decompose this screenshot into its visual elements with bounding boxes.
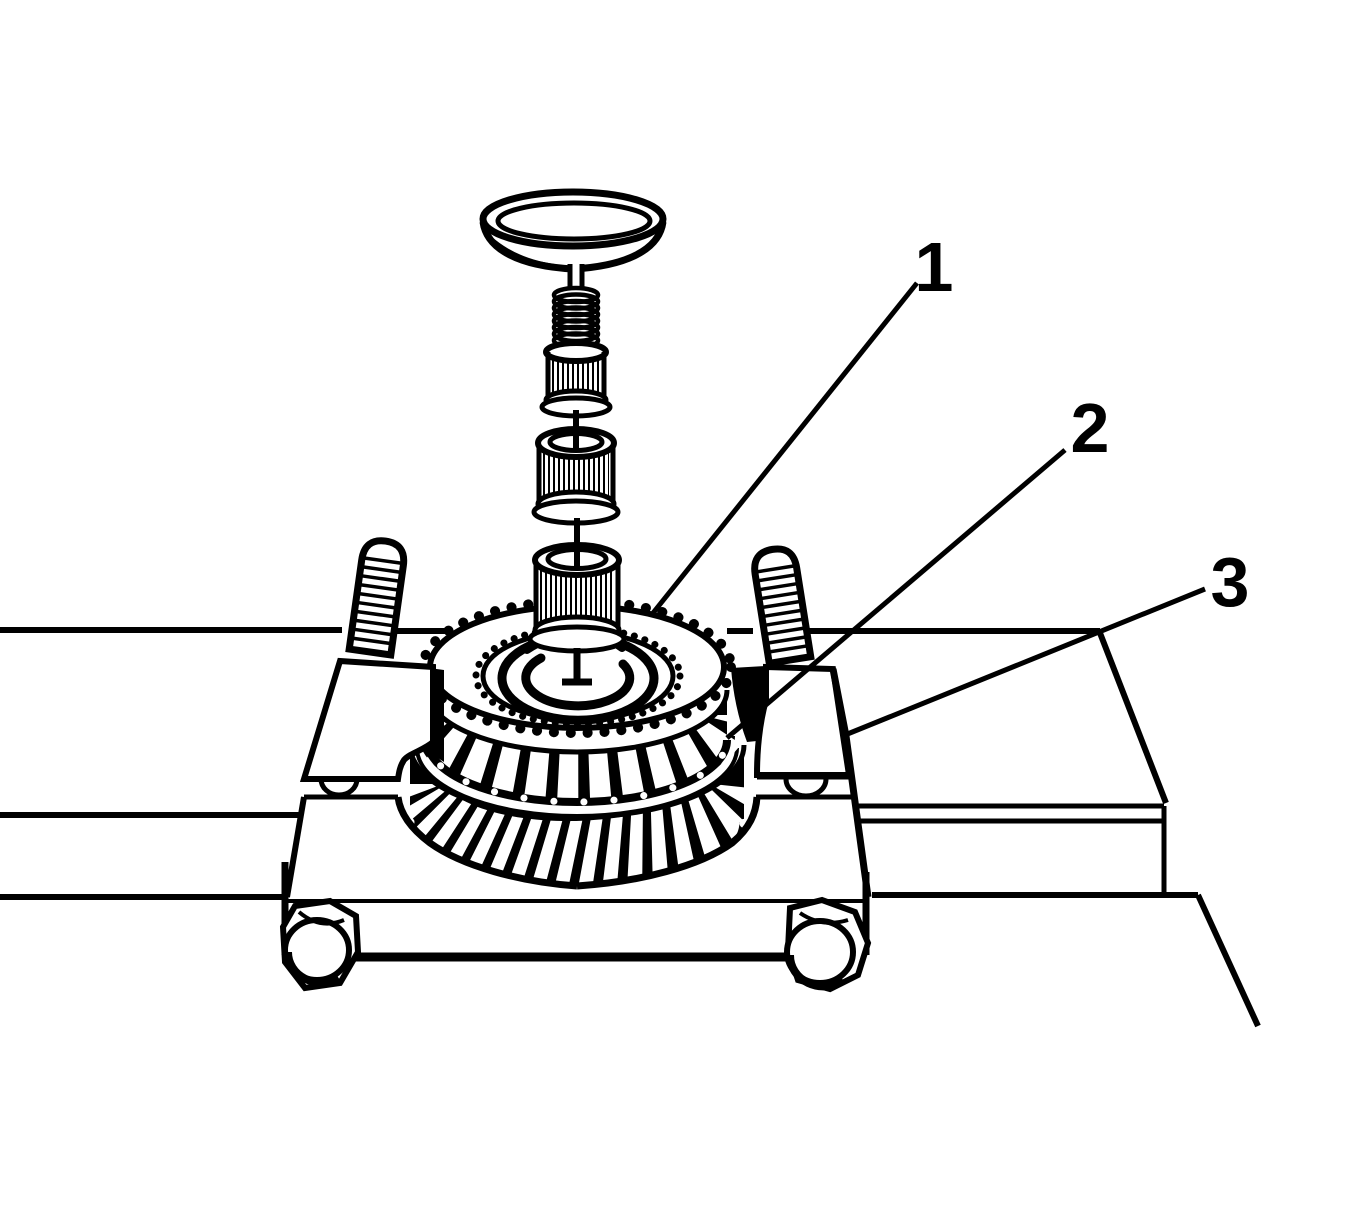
bearing-c-flange [527, 624, 627, 654]
plate-shadow-right [731, 666, 766, 742]
threaded-coil [551, 285, 601, 350]
needle-bearing-bottom [527, 542, 627, 654]
snap-ring-outer-arc [497, 639, 659, 725]
hex-bolt-right-shadow [785, 954, 846, 991]
clutch-gear-bottom-edge [423, 739, 731, 806]
hex-bolt-left-facet [297, 910, 345, 926]
callout-2-label: 2 [1071, 389, 1110, 467]
installer-cap [479, 188, 667, 273]
hex-bolt-right-facet [798, 911, 849, 925]
stem-fill [571, 264, 581, 304]
callout-1-label: 1 [915, 228, 954, 306]
gear-rim-line-2 [415, 747, 739, 818]
plate-left-edge-lower [284, 796, 307, 898]
bed-front-corner-edge [1195, 893, 1261, 1028]
leader-line-1 [651, 281, 919, 615]
stud-right [751, 545, 815, 668]
hex-bolt-left [279, 897, 362, 992]
plate-window-arc-left [394, 796, 578, 890]
base-front-face [286, 901, 868, 955]
plate-window-arc-right [576, 796, 761, 890]
callouts: 1 2 3 [651, 228, 1250, 740]
bed-corner-edge [1097, 631, 1169, 805]
leader-line-2 [725, 448, 1067, 740]
plate-notch-right [783, 778, 829, 799]
snap-ring-inner-arc [521, 653, 635, 711]
plate-notch-left [318, 778, 360, 798]
installer-column [479, 188, 667, 686]
cap-inner-ellipse [495, 200, 653, 242]
stud-left [345, 537, 408, 659]
plate-left-upper-block [299, 657, 436, 782]
hex-bolt-right [784, 896, 872, 993]
stud-left-threads [352, 556, 402, 649]
hex-bolt-left-shadow [283, 951, 341, 987]
press-plate [284, 657, 872, 903]
cap-skirt-line [487, 235, 574, 270]
needle-bearing-top [539, 340, 613, 419]
base-block [279, 862, 872, 993]
callout-3-label: 3 [1211, 543, 1250, 621]
leader-line-3 [844, 586, 1206, 738]
center-shaft [562, 410, 592, 686]
bearing-a-top-rim [543, 340, 609, 364]
stud-right-threads [756, 564, 808, 658]
